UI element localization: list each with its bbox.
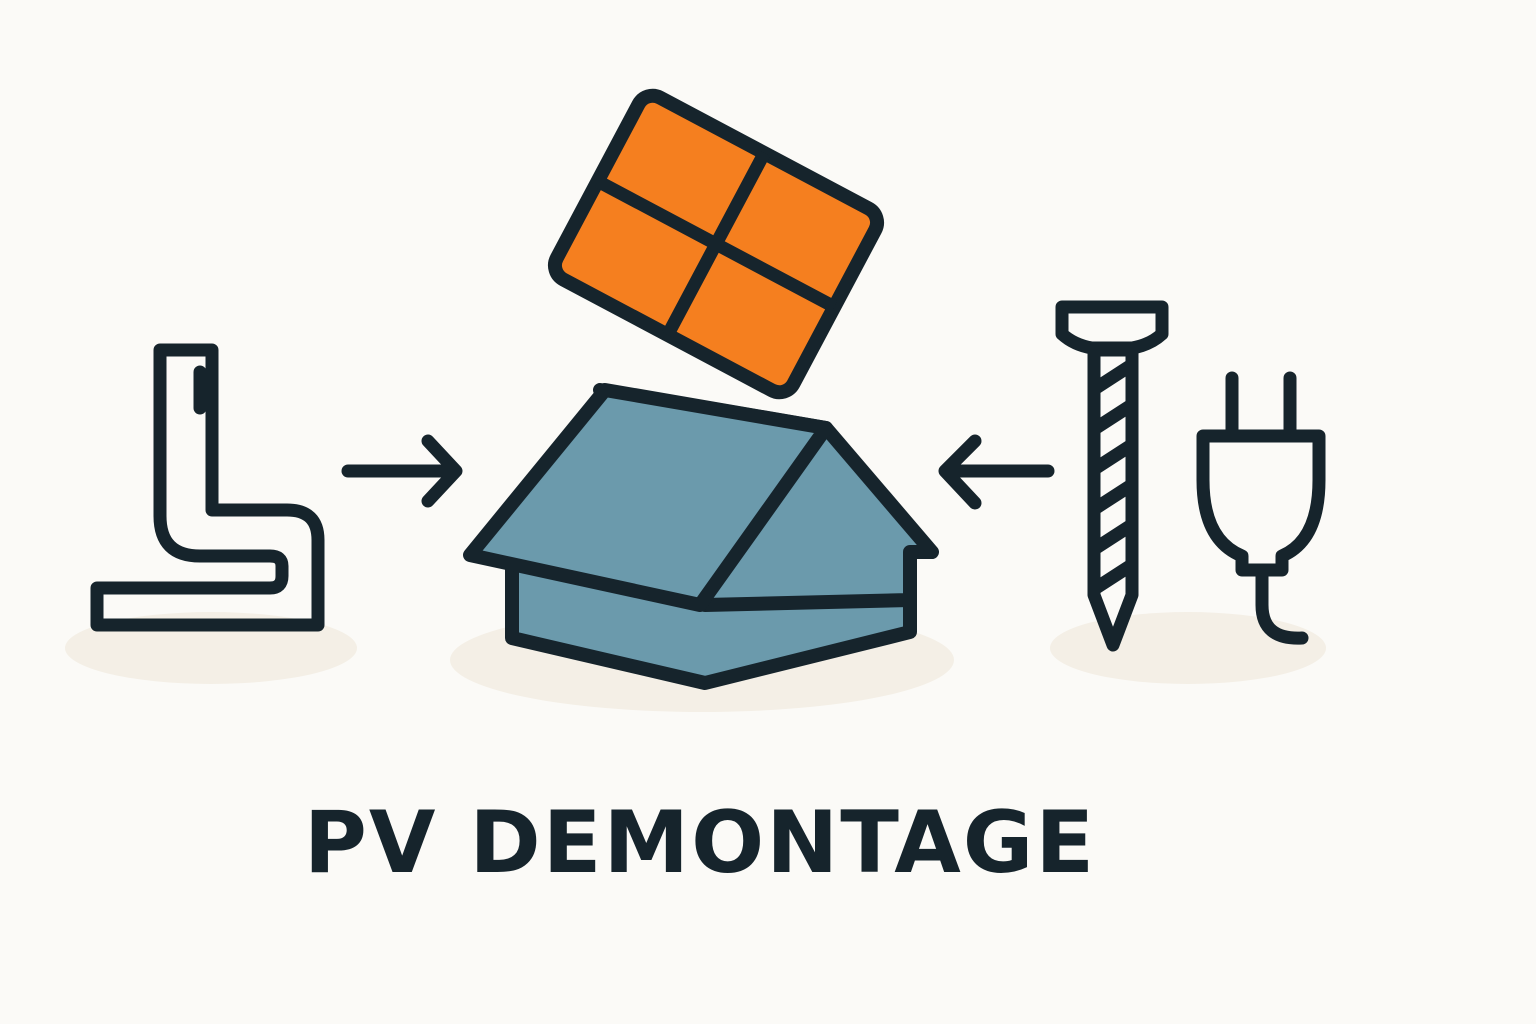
plug-icon: [1196, 371, 1326, 645]
arrow-right-icon: [341, 434, 463, 508]
shadow-right: [1050, 612, 1326, 684]
screw-head: [1055, 300, 1169, 355]
plug-body: [1196, 429, 1326, 577]
page-title: PV DEMONTAGE: [303, 793, 1097, 893]
house-roof-front: [463, 383, 833, 612]
house-icon: [463, 383, 939, 690]
screw-icon: [1055, 300, 1169, 652]
plug-cable: [1255, 563, 1309, 645]
solar-panel-grid: [594, 150, 838, 338]
arrow-left-icon: [938, 434, 1055, 510]
solar-panel-icon: [547, 88, 885, 400]
roof-hook-icon: [90, 343, 325, 632]
screw-thread: [1089, 359, 1137, 595]
